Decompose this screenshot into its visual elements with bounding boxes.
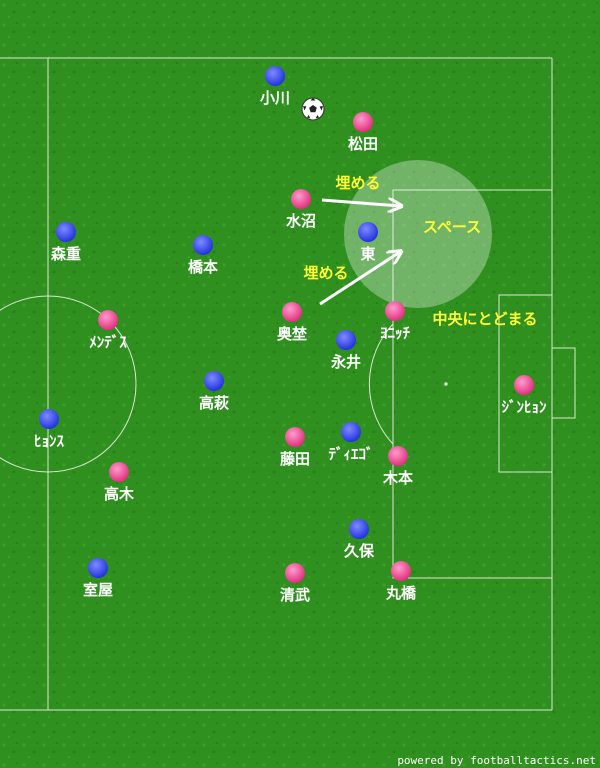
away-player[interactable]: 奥埜 <box>277 302 307 343</box>
away-player[interactable]: 藤田 <box>280 427 310 468</box>
away-player-marker[interactable] <box>285 427 305 447</box>
away-player[interactable]: 水沼 <box>286 189 316 230</box>
space-label: スペース <box>423 218 481 236</box>
home-player-marker[interactable] <box>341 422 361 442</box>
away-player[interactable]: 木本 <box>382 446 413 487</box>
away-player[interactable]: ﾖﾆｯﾁ <box>380 301 411 342</box>
home-player-marker[interactable] <box>56 222 76 242</box>
home-player[interactable]: 室屋 <box>83 558 113 599</box>
home-player-name: ﾋｮﾝｽ <box>34 432 65 450</box>
away-player[interactable]: 丸橋 <box>385 561 417 602</box>
credit-text: powered by footballtactics.net <box>397 754 596 767</box>
away-player-marker[interactable] <box>291 189 311 209</box>
home-player-marker[interactable] <box>204 371 224 391</box>
home-player-name: 橋本 <box>188 258 218 276</box>
home-player-name: 室屋 <box>83 581 113 599</box>
away-player[interactable]: 清武 <box>280 563 310 604</box>
goal <box>551 347 576 419</box>
fill-label-top: 埋める <box>335 174 380 192</box>
home-player[interactable]: ﾋｮﾝｽ <box>34 409 65 450</box>
away-player[interactable]: ｼﾞﾝﾋｮﾝ <box>501 375 547 416</box>
away-player[interactable]: 高木 <box>104 462 135 503</box>
home-player-name: 久保 <box>344 542 375 560</box>
penalty-arc <box>368 323 394 445</box>
home-player-marker[interactable] <box>193 235 213 255</box>
home-player[interactable]: 永井 <box>330 330 361 371</box>
away-player[interactable]: ﾒﾝﾃﾞｽ <box>89 310 127 351</box>
home-player-marker[interactable] <box>265 66 285 86</box>
home-player-marker[interactable] <box>39 409 59 429</box>
home-player-name: 永井 <box>330 353 361 371</box>
home-player-name: 東 <box>360 245 375 263</box>
space-highlight <box>344 160 492 308</box>
home-player[interactable]: 東 <box>358 222 378 263</box>
away-player-marker[interactable] <box>391 561 411 581</box>
away-player-name: 清武 <box>280 586 310 604</box>
penalty-spot <box>444 382 448 386</box>
fill-label-bottom: 埋める <box>303 264 348 282</box>
home-player-marker[interactable] <box>88 558 108 578</box>
pitch-lines <box>0 57 576 711</box>
away-player-name: ｼﾞﾝﾋｮﾝ <box>501 398 547 416</box>
away-player-marker[interactable] <box>388 446 408 466</box>
away-player[interactable]: 松田 <box>348 112 378 153</box>
away-player-name: 藤田 <box>280 450 310 468</box>
fill-arrow-top <box>321 200 400 206</box>
away-player-marker[interactable] <box>353 112 373 132</box>
home-player[interactable]: 森重 <box>51 222 81 263</box>
home-player-name: 高萩 <box>199 394 229 412</box>
home-player[interactable]: ﾃﾞｨｴｺﾞ <box>328 422 374 463</box>
away-player-name: 丸橋 <box>385 584 417 602</box>
away-player-marker[interactable] <box>109 462 129 482</box>
away-player-name: ﾒﾝﾃﾞｽ <box>89 333 127 351</box>
away-player-name: 木本 <box>382 469 413 487</box>
stay-center-label: 中央にとどまる <box>432 310 537 328</box>
soccer-ball-icon <box>301 97 325 121</box>
home-player[interactable]: 久保 <box>344 519 375 560</box>
away-player-name: 奥埜 <box>277 325 307 343</box>
away-player-marker[interactable] <box>282 302 302 322</box>
away-player-marker[interactable] <box>514 375 534 395</box>
home-player-marker[interactable] <box>336 330 356 350</box>
home-player[interactable]: 小川 <box>260 66 290 107</box>
away-player-name: 松田 <box>348 135 378 153</box>
home-player[interactable]: 橋本 <box>188 235 218 276</box>
center-circle <box>0 295 137 473</box>
away-player-name: ﾖﾆｯﾁ <box>380 324 411 342</box>
home-player-name: 森重 <box>51 245 81 263</box>
home-player[interactable]: 高萩 <box>199 371 229 412</box>
away-player-marker[interactable] <box>285 563 305 583</box>
away-player-name: 水沼 <box>286 212 316 230</box>
away-player-marker[interactable] <box>385 301 405 321</box>
away-player-name: 高木 <box>104 485 135 503</box>
home-player-name: 小川 <box>260 89 290 107</box>
away-player-marker[interactable] <box>98 310 118 330</box>
home-player-marker[interactable] <box>349 519 369 539</box>
home-player-name: ﾃﾞｨｴｺﾞ <box>328 445 373 463</box>
home-player-marker[interactable] <box>358 222 378 242</box>
fill-arrow-bottom <box>319 252 400 306</box>
